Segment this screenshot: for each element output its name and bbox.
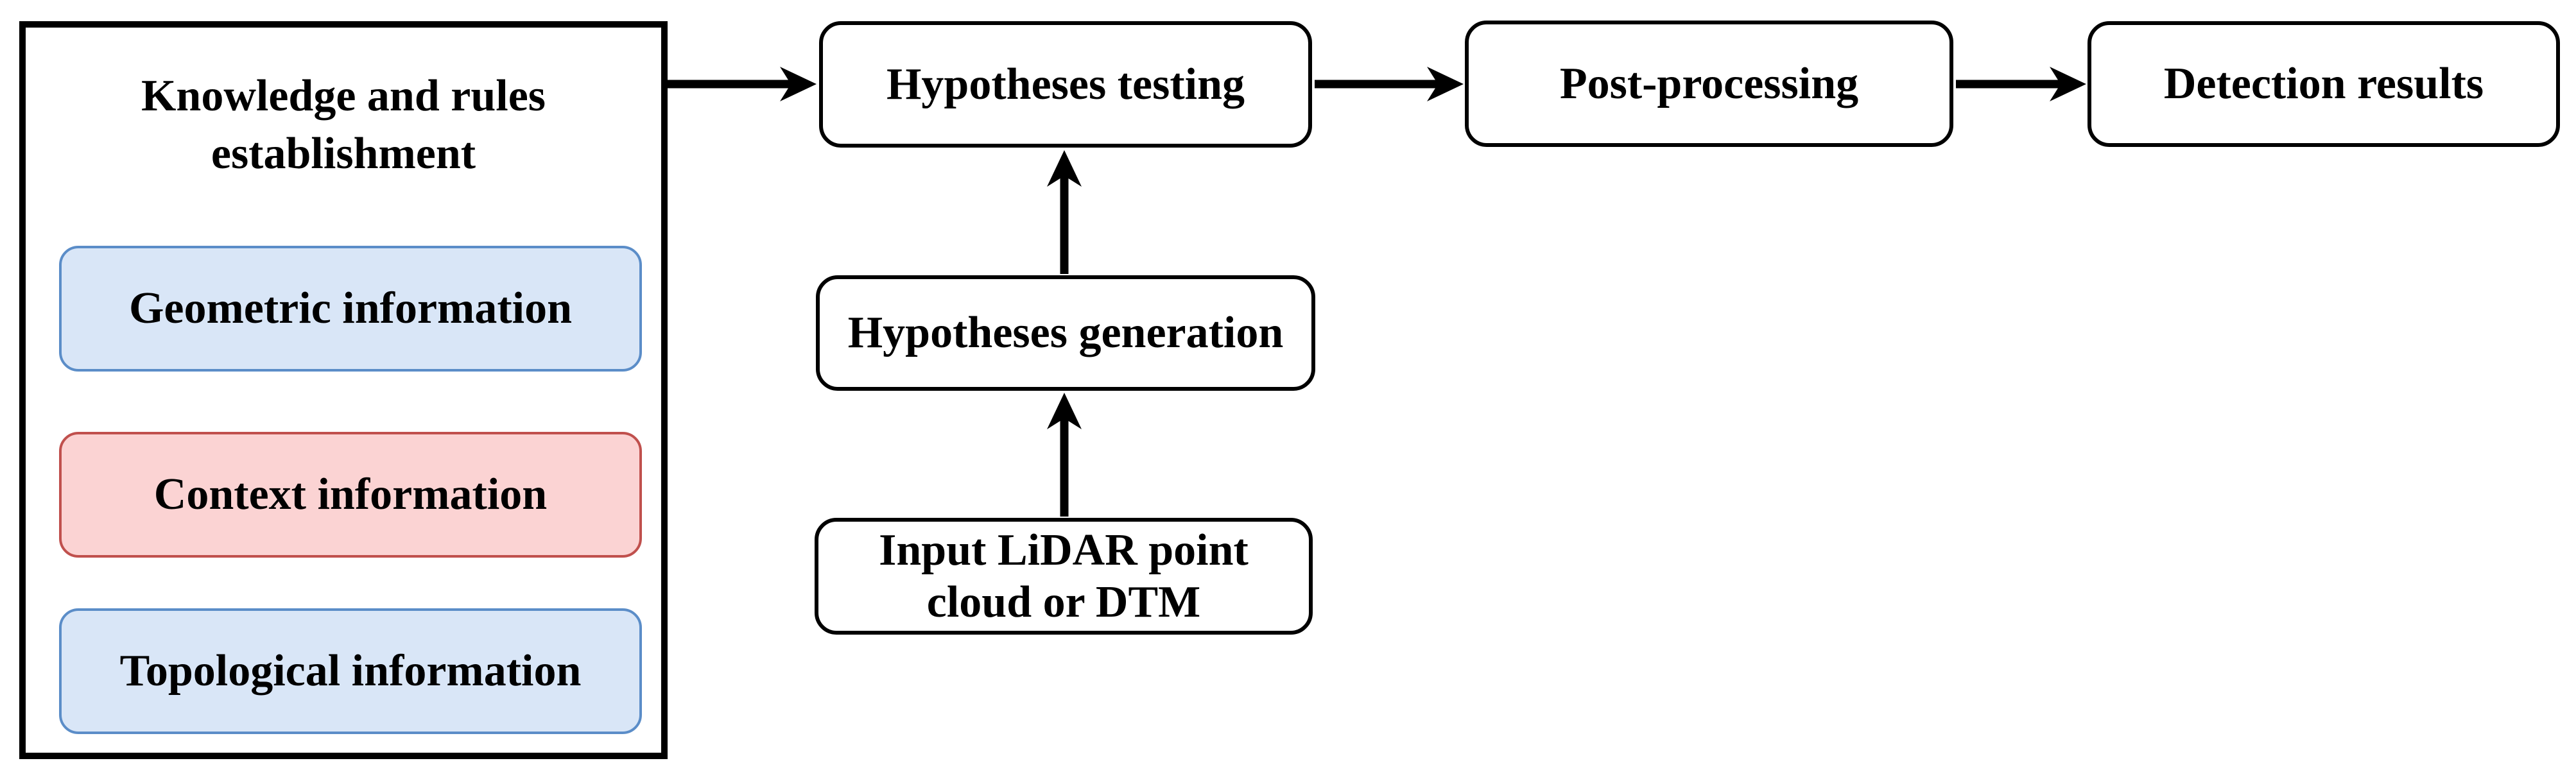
node-hypotheses-generation-label: Hypotheses generation <box>847 308 1284 358</box>
arrow-testing-to-post <box>1315 67 1464 101</box>
info-box-topological: Topological information <box>59 608 642 734</box>
knowledge-panel-title: Knowledge and rules establishment <box>26 67 661 182</box>
info-box-topological-label: Topological information <box>119 646 582 696</box>
info-box-context: Context information <box>59 432 642 558</box>
arrow-post-to-detect <box>1956 67 2086 101</box>
arrow-knowledge-to-testing <box>665 67 817 101</box>
arrow-input-to-generation <box>1047 393 1082 517</box>
arrow-generation-to-testing <box>1047 150 1082 274</box>
node-post-processing: Post-processing <box>1465 21 1953 147</box>
info-box-geometric-label: Geometric information <box>128 284 573 333</box>
knowledge-panel: Knowledge and rules establishment Geomet… <box>19 21 668 759</box>
info-box-context-label: Context information <box>153 470 548 519</box>
knowledge-panel-title-text: Knowledge and rules establishment <box>141 71 546 178</box>
node-input-lidar-label: Input LiDAR point cloud or DTM <box>879 525 1249 627</box>
node-post-processing-label: Post-processing <box>1559 58 1859 108</box>
info-box-geometric: Geometric information <box>59 246 642 372</box>
node-input-lidar: Input LiDAR point cloud or DTM <box>815 518 1313 635</box>
node-hypotheses-generation: Hypotheses generation <box>816 275 1315 391</box>
node-hypotheses-testing: Hypotheses testing <box>819 21 1312 148</box>
node-detection-results-label: Detection results <box>2163 59 2484 109</box>
node-hypotheses-testing-label: Hypotheses testing <box>886 59 1245 109</box>
node-detection-results: Detection results <box>2088 21 2560 147</box>
